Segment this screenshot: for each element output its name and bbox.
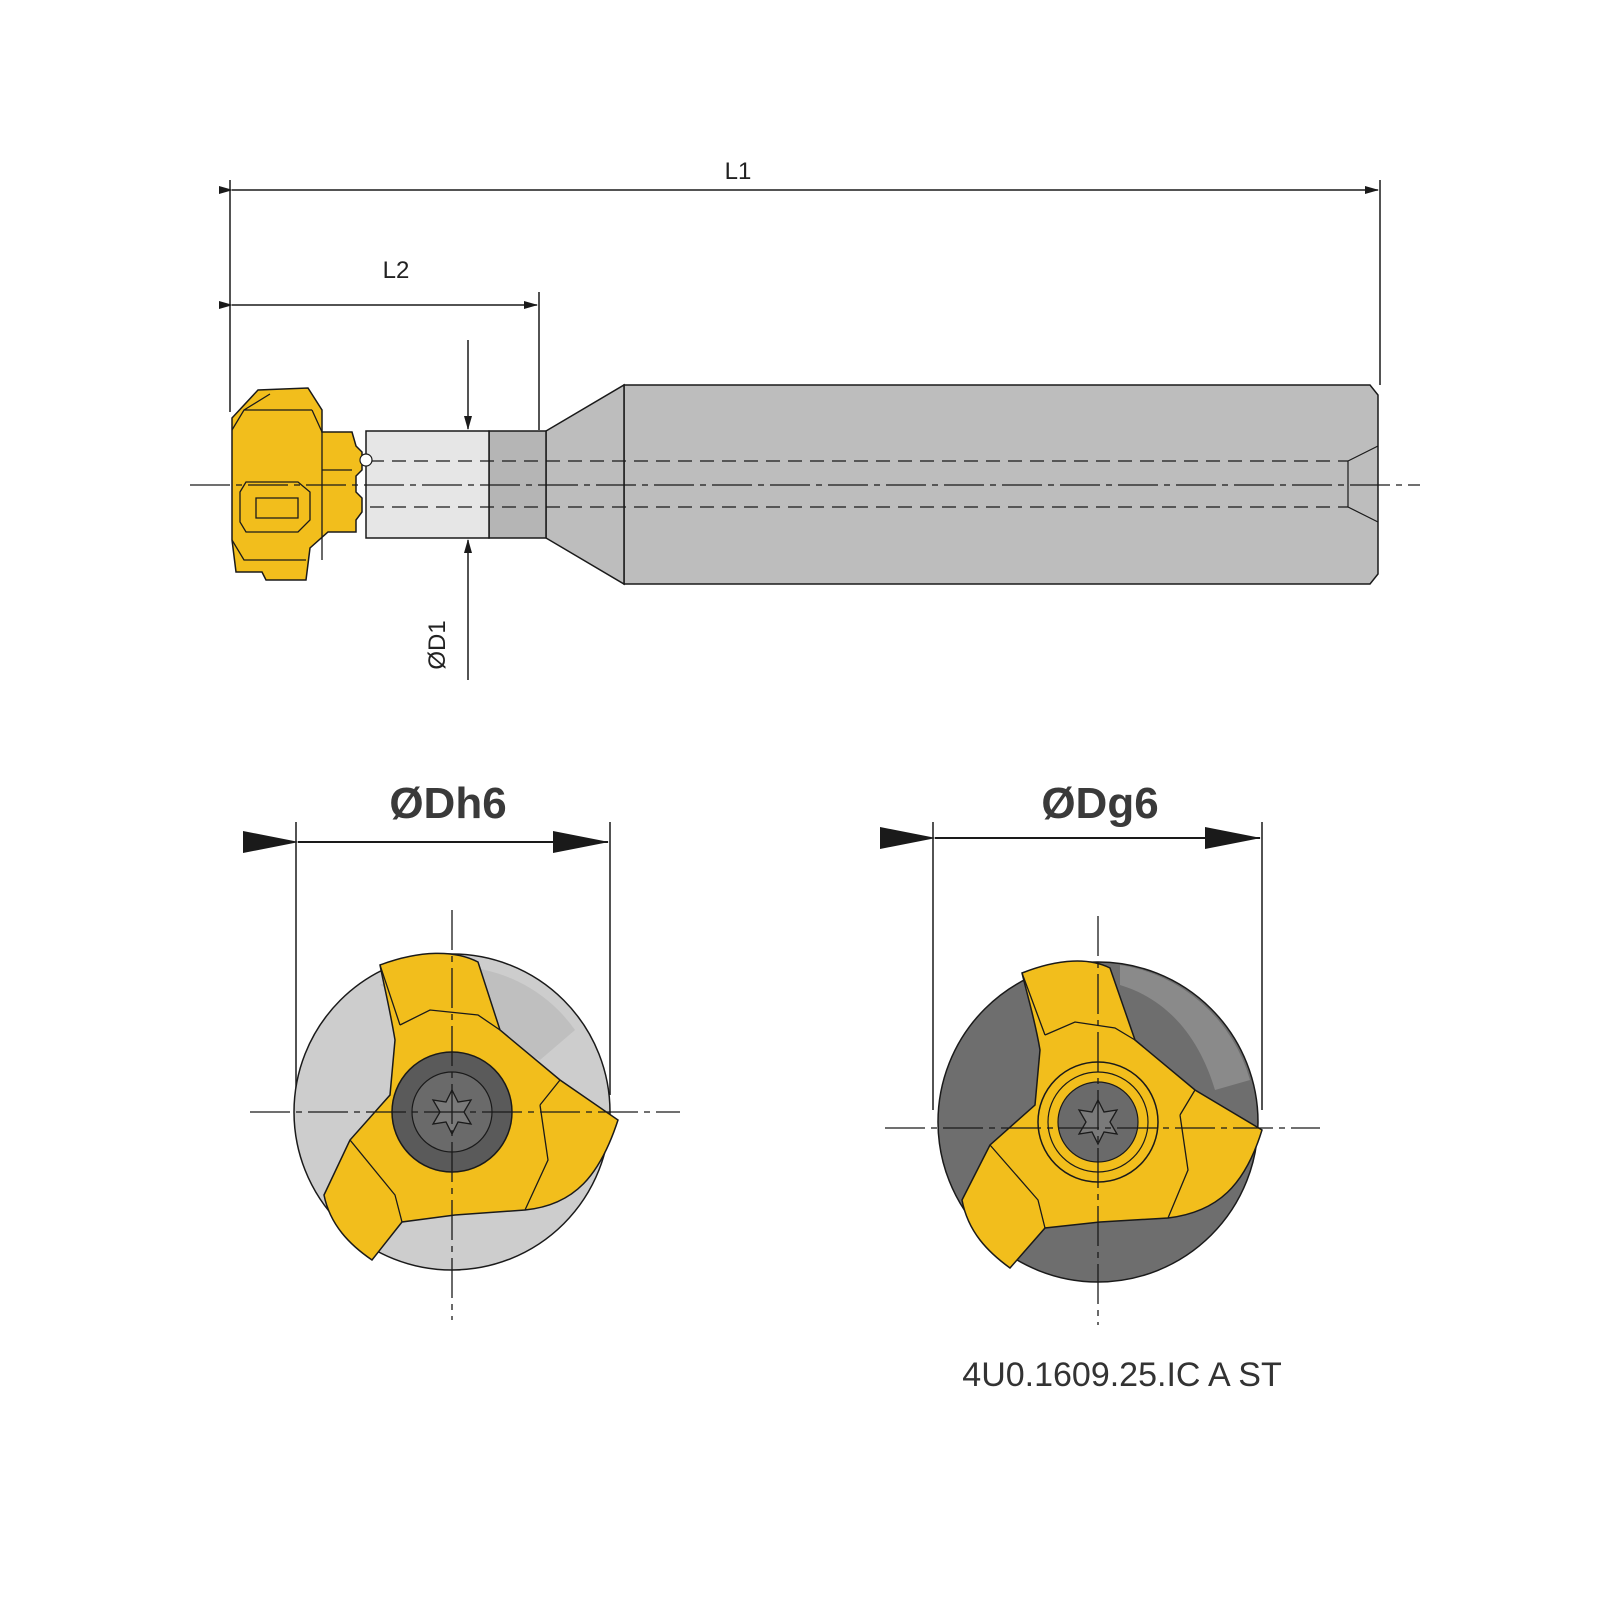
insert-head xyxy=(231,387,363,581)
l2-label: L2 xyxy=(383,257,410,284)
left-diameter-label: ØDh6 xyxy=(389,779,506,828)
insert-head-detail xyxy=(231,393,352,561)
d1-label: ØD1 xyxy=(424,620,451,669)
side-view: L1 L2 ØD1 xyxy=(190,158,1420,680)
end-view-right: ØDg6 4U0.1609.25.IC A ST xyxy=(880,779,1320,1394)
l1-label: L1 xyxy=(725,158,752,185)
part-code: 4U0.1609.25.IC A ST xyxy=(962,1356,1281,1394)
bore-end-chamfer xyxy=(1347,445,1379,523)
insert-screw-hole xyxy=(359,453,373,467)
right-holder-highlight xyxy=(1120,965,1250,1090)
right-diameter-label: ØDg6 xyxy=(1041,779,1158,828)
end-view-left: ØDh6 xyxy=(243,779,680,1320)
left-insert-edges xyxy=(349,964,561,1223)
right-insert-edges xyxy=(989,972,1196,1229)
